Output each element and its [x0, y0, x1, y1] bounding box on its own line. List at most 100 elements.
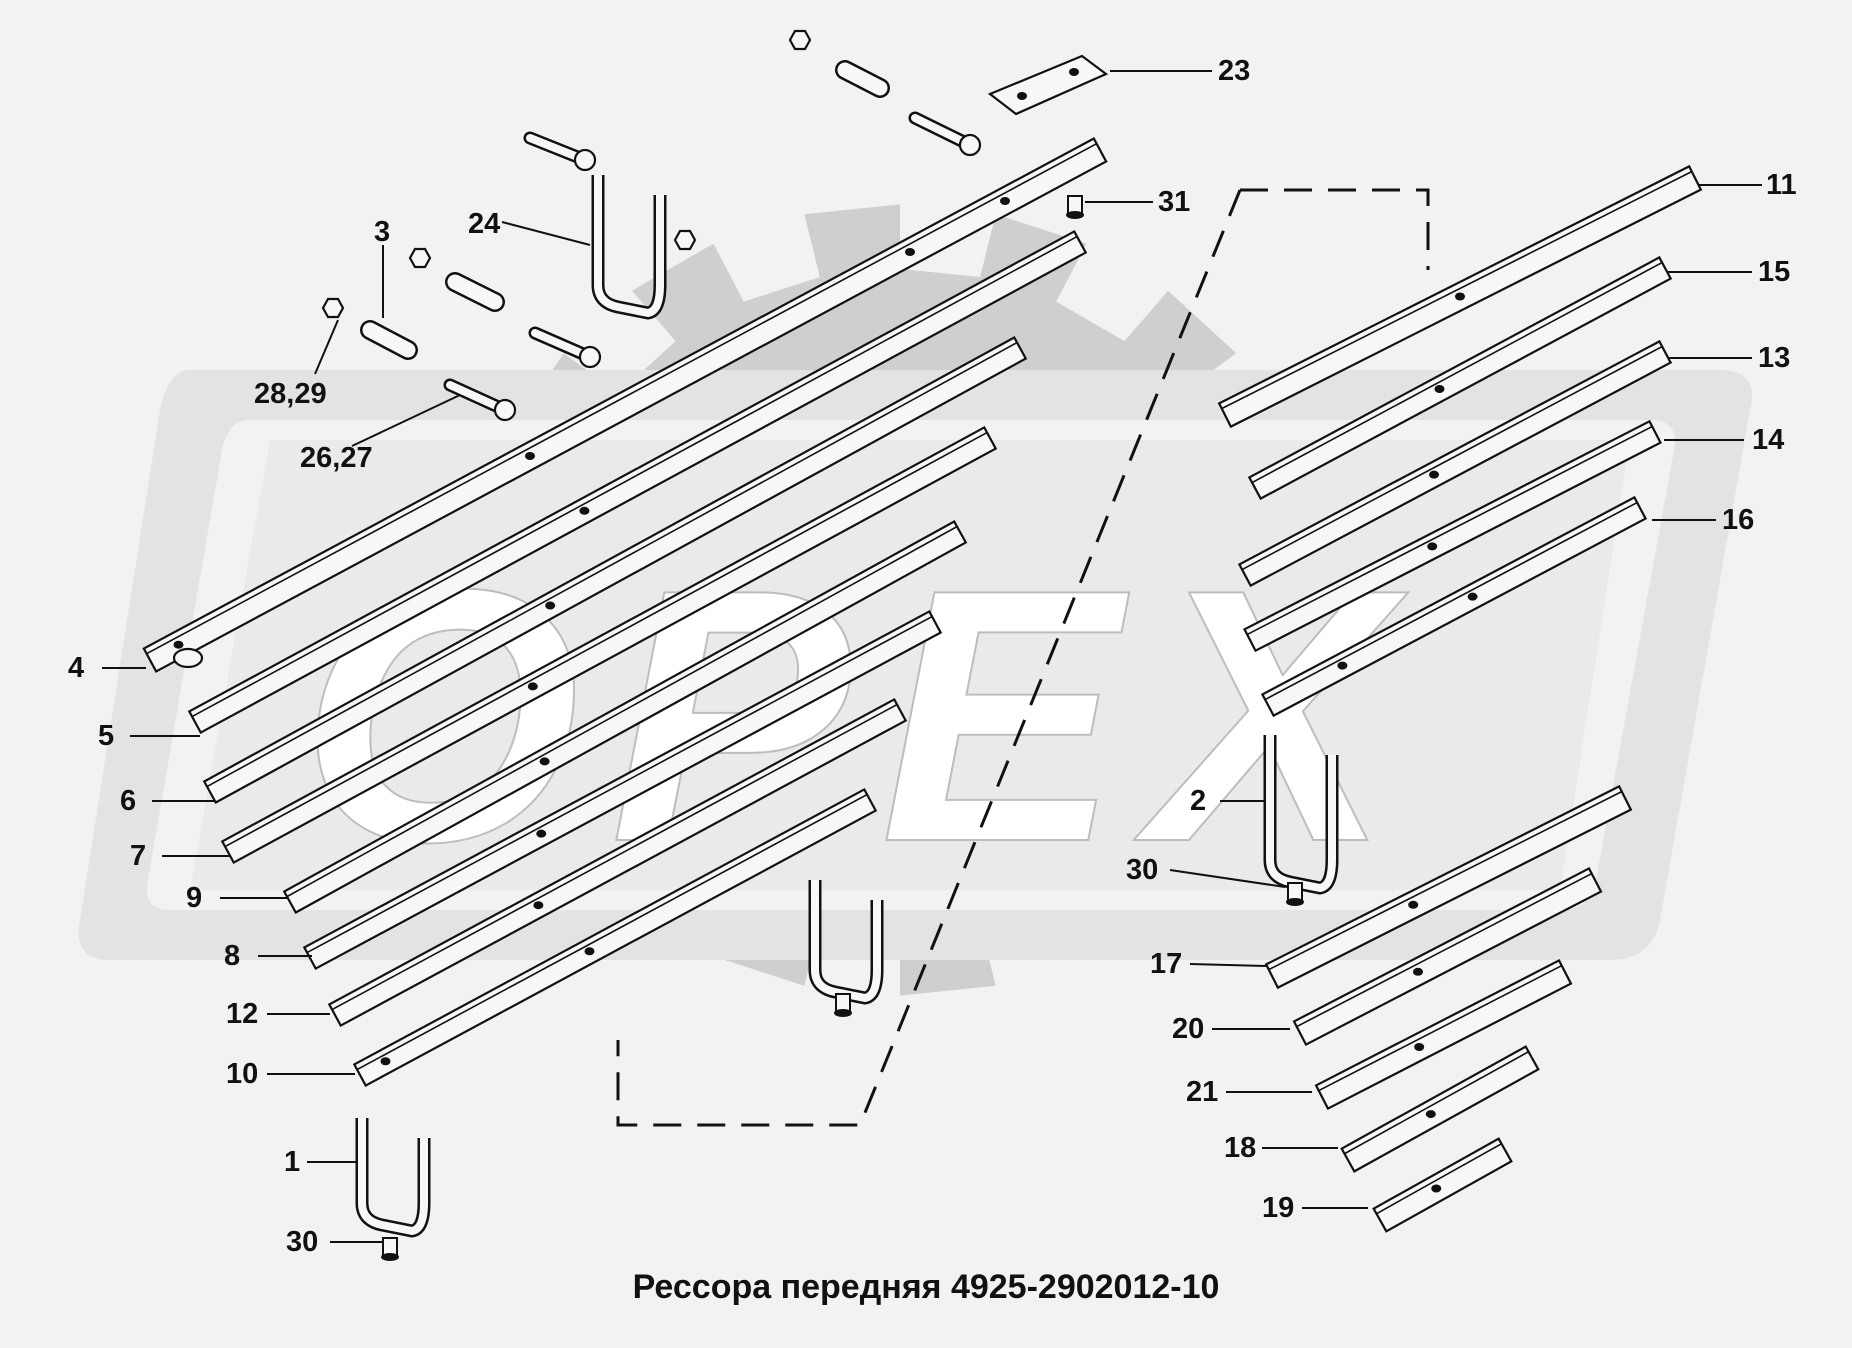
leaf-8-edge — [306, 615, 933, 954]
nut-mid — [408, 247, 432, 269]
leaf-13-edge — [1241, 345, 1663, 571]
leaf-10-body — [352, 787, 878, 1088]
leaf-13-body — [1237, 339, 1673, 588]
callout-19: 19 — [1262, 1192, 1295, 1224]
leaf-18-edge — [1344, 1050, 1530, 1155]
leaf-19-hole — [1431, 1184, 1442, 1193]
callout-18: 18 — [1224, 1132, 1257, 1164]
leaf-17 — [1264, 784, 1633, 990]
clamp-1-outline — [355, 1118, 431, 1238]
nut-28-29 — [321, 297, 345, 319]
pin-mid-face — [447, 274, 503, 310]
callout-20: 20 — [1172, 1013, 1205, 1045]
pin-top — [835, 60, 890, 98]
leaf-9-hole — [539, 757, 550, 766]
callout-26-27: 26,27 — [300, 442, 373, 474]
leaf-4-hole — [905, 248, 915, 256]
leaf-13 — [1237, 339, 1673, 588]
leaf-16-edge — [1265, 501, 1638, 701]
leaf-7-edge — [224, 431, 988, 848]
bolt-top-head — [958, 133, 982, 157]
parts — [142, 29, 1703, 1261]
leaf-9-body — [282, 520, 968, 914]
leaf-10 — [352, 787, 878, 1088]
callout-17: 17 — [1150, 948, 1183, 980]
bolt-mid — [528, 326, 602, 369]
callout-21: 21 — [1186, 1076, 1219, 1108]
leaf-16-body — [1260, 495, 1648, 718]
leaf-5-body — [187, 229, 1088, 735]
stud-31 — [1066, 195, 1084, 219]
leaf-17-edge — [1268, 790, 1623, 971]
stud-30-right-base — [1286, 898, 1304, 906]
leader-line-28-29 — [314, 319, 339, 375]
stud-30-left-base — [381, 1253, 399, 1261]
leaf-4-hole — [525, 452, 535, 460]
leaf-12 — [327, 697, 908, 1028]
leaf-6-body — [202, 335, 1028, 805]
callout-30-left: 30 — [286, 1226, 319, 1258]
leaf-14-edge — [1247, 425, 1653, 636]
callout-4: 4 — [68, 652, 85, 684]
clamp-2-face — [1266, 735, 1336, 892]
leaf-19 — [1372, 1137, 1513, 1233]
leaf-19-body — [1372, 1137, 1513, 1233]
nut-right — [673, 229, 697, 251]
clamp-24-face — [594, 175, 664, 317]
clamp-2 — [1263, 735, 1339, 895]
leaf-12-body — [327, 697, 908, 1028]
leader-line-24 — [501, 221, 591, 246]
callout-9: 9 — [186, 882, 203, 914]
callout-5: 5 — [98, 720, 115, 752]
leaf-15 — [1247, 255, 1673, 501]
stud-30-right — [1286, 882, 1304, 906]
callout-23: 23 — [1218, 55, 1251, 87]
leaf-21 — [1314, 958, 1573, 1111]
callout-12: 12 — [226, 998, 259, 1030]
clamp-1 — [355, 1118, 431, 1238]
leaf-17-hole — [1408, 900, 1419, 909]
bolt-26-27 — [443, 378, 517, 422]
pin-top-face — [837, 62, 888, 96]
leaf-11-edge — [1221, 170, 1693, 410]
leaf-8 — [302, 609, 943, 971]
leaf-11 — [1217, 164, 1703, 429]
leaf-4-hole — [173, 640, 184, 649]
leaf-20-edge — [1296, 872, 1593, 1028]
callout-28-29: 28,29 — [254, 378, 327, 410]
leaf-15-edge — [1251, 261, 1663, 484]
callout-24: 24 — [468, 208, 501, 240]
bolt-top-left-head — [573, 148, 597, 172]
leaf-7-body — [220, 425, 998, 865]
stud-mid — [834, 993, 852, 1017]
leaf-7 — [220, 425, 998, 865]
pin-3-face — [362, 322, 416, 358]
leaf-13-hole — [1429, 470, 1439, 479]
leaf-4-eye — [172, 647, 204, 669]
stud-30-left — [381, 1237, 399, 1261]
leaf-16 — [1260, 495, 1648, 718]
leaf-20-body — [1292, 866, 1603, 1047]
clamp-1-face — [358, 1118, 428, 1235]
leaf-4-hole — [1000, 197, 1010, 205]
leaf-19-edge — [1376, 1142, 1503, 1215]
leaf-4 — [142, 137, 1108, 673]
callout-11: 11 — [1766, 169, 1797, 201]
leaf-5-edge — [191, 235, 1078, 718]
leaf-15-body — [1247, 255, 1673, 501]
leaf-4-edge — [146, 142, 1098, 655]
callout-15: 15 — [1758, 256, 1791, 288]
leaf-20-hole — [1413, 967, 1423, 976]
leaf-4-body — [142, 137, 1108, 673]
plate-23-hole — [1017, 92, 1027, 100]
leaf-9-edge — [286, 525, 958, 898]
pin-3 — [360, 320, 418, 360]
leaf-14-body — [1243, 419, 1662, 653]
leaf-12-edge — [331, 703, 898, 1011]
callout-8: 8 — [224, 940, 241, 972]
leaf-21-hole — [1414, 1043, 1425, 1051]
leaf-18 — [1340, 1045, 1540, 1173]
leaf-5 — [187, 229, 1088, 735]
